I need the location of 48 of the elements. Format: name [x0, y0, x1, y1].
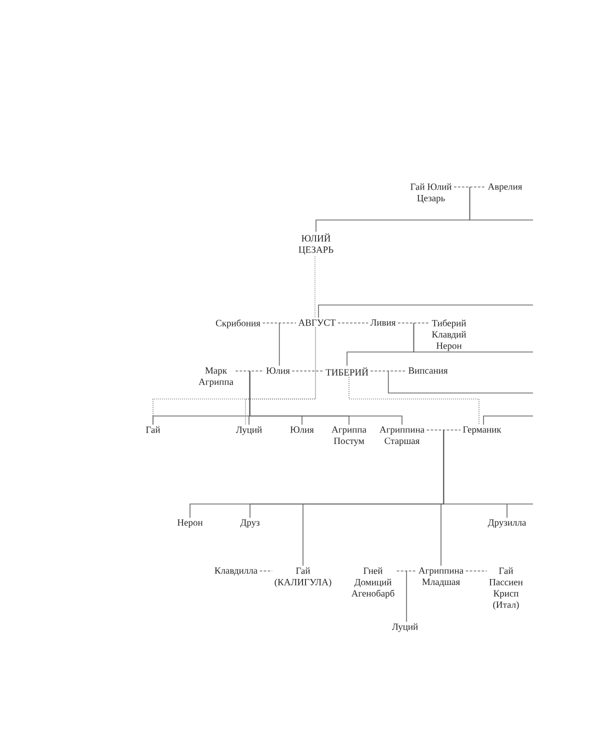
- descent-line: [388, 370, 534, 394]
- person-name: Марк Агриппа: [198, 367, 234, 387]
- person-name: Юлия: [266, 367, 290, 374]
- descent-line: [249, 370, 402, 426]
- person-name: Германик: [463, 426, 502, 435]
- person-name: Скрибония: [216, 319, 260, 328]
- marriage-line: [396, 570, 417, 572]
- descent-line: [318, 304, 534, 318]
- descent-line: [413, 322, 534, 352]
- marriage-line: [262, 322, 296, 324]
- person-name: ЮЛИЙ ЦЕЗАРЬ: [298, 233, 334, 255]
- adoption-line: [245, 327, 316, 426]
- person-name: Випсания: [408, 367, 448, 374]
- person-name: Луций: [392, 623, 418, 632]
- descent-line: [406, 570, 407, 622]
- marriage-line: [338, 322, 368, 324]
- person-name: Друзилла: [488, 519, 526, 528]
- descent-line: [278, 322, 280, 366]
- marriage-line: [292, 370, 324, 372]
- marriage-line: [259, 570, 273, 572]
- person-name: Гай: [146, 426, 160, 433]
- person-name: Ливия: [370, 319, 396, 326]
- descent-line: [483, 416, 534, 426]
- person-name: Гай Юлий Цезарь: [410, 183, 452, 204]
- person-name: Гней Домиций Агенобарб: [351, 567, 394, 599]
- person-name: Нерон: [177, 519, 203, 528]
- marriage-line: [235, 370, 264, 372]
- marriage-line: [465, 570, 488, 572]
- person-name: ТИБЕРИЙ: [326, 367, 368, 376]
- descent-line: [469, 186, 534, 220]
- person-name: АВГУСТ: [298, 319, 336, 326]
- person-name: Гай (КАЛИГУЛА): [274, 567, 332, 588]
- person-name: Агриппа Постум: [332, 426, 366, 446]
- person-name: Аврелия: [488, 183, 522, 192]
- descent-line: [443, 430, 534, 518]
- person-name: Клавдилла: [214, 567, 258, 576]
- person-name: Гай Пассиен Крисп (Итал): [489, 567, 523, 610]
- person-name: Агриппина Младшая: [418, 567, 464, 587]
- person-name: Агриппина Старшая: [380, 426, 424, 446]
- adoption-line: [314, 256, 316, 318]
- person-name: Юлия: [290, 426, 314, 433]
- person-name: Тиберий Клавдий Нерон: [432, 319, 466, 351]
- marriage-line: [454, 186, 486, 188]
- person-name: Луций: [236, 426, 262, 435]
- marriage-line: [398, 322, 430, 324]
- adoption-line: [348, 376, 480, 426]
- person-name: Друз: [240, 519, 260, 528]
- marriage-line: [370, 370, 406, 372]
